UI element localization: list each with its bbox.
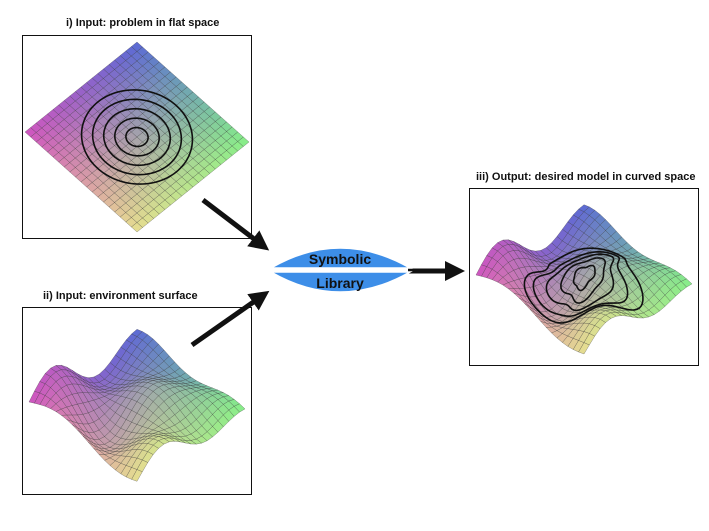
panel-title-surface: ii) Input: environment surface [43,290,198,302]
panel-title-output: iii) Output: desired model in curved spa… [476,171,696,183]
library-shape-bottom [268,271,413,293]
library-label-line2: Library [316,275,364,291]
flat-contour-ring [80,89,194,185]
arrow-flat-to-library [201,198,270,251]
output-contour-ring [523,247,644,324]
output-contour-ring [532,251,629,317]
flat-contour-ring [102,107,172,167]
arrow-surface-to-library [190,290,270,348]
panel-environment-surface [22,307,252,495]
flat-contour-ring [125,126,149,148]
panel-flat-space [22,35,252,239]
flat-grid-plot [24,41,250,233]
surface-grid-plot [28,329,246,482]
output-contour-ring [560,257,606,304]
output-grid-plot [475,204,693,355]
flat-contour-ring [113,117,161,157]
panel-title-flat: i) Input: problem in flat space [66,17,220,29]
output-contour-ring [572,264,596,292]
library-label-line1: Symbolic [308,251,372,267]
surface-mesh [28,329,246,482]
flat-contour-ring [91,98,183,176]
output-contour-ring [545,253,615,312]
panel-output-model [469,188,699,366]
library-shape-top [268,247,413,269]
